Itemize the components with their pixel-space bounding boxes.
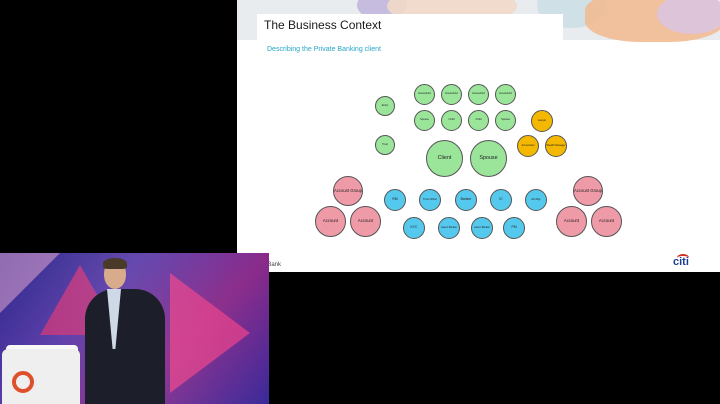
- speaker-video: [0, 253, 269, 404]
- presentation-slide: The Business Context Describing the Priv…: [237, 0, 720, 272]
- account-node: Account: [556, 206, 587, 237]
- citi-logo: citi: [673, 256, 689, 268]
- staff-node: Rel Mgr: [525, 189, 547, 211]
- advisor-node: Lawyer: [531, 110, 553, 132]
- staff-node: RM: [384, 189, 406, 211]
- staff-node: IC: [490, 189, 512, 211]
- entity-node: Entity: [375, 96, 395, 116]
- staff-node: Banker: [455, 189, 477, 211]
- household-node: Household: [414, 84, 435, 105]
- slide-title: The Business Context: [264, 18, 381, 32]
- family-node: Child: [468, 110, 489, 131]
- podium-logo-icon: [12, 371, 34, 393]
- household-node: Household: [495, 84, 516, 105]
- account-group-node: Account Group: [333, 176, 363, 206]
- staff-node: KYC: [403, 217, 425, 239]
- slide-subtitle: Describing the Private Banking client: [267, 46, 381, 53]
- advisor-node: Accountant: [517, 135, 539, 157]
- account-node: Account: [350, 206, 381, 237]
- staff-node: Assoc Banker: [438, 217, 460, 239]
- speaker-body: [85, 289, 165, 404]
- account-node: Account: [315, 206, 346, 237]
- advisor-node: Wealth Manager: [545, 135, 567, 157]
- account-group-node: Account Group: [573, 176, 603, 206]
- staff-node: Assoc Banker: [471, 217, 493, 239]
- trust-node: Trust: [375, 135, 395, 155]
- staff-node: Trust Officer: [419, 189, 441, 211]
- client-node: Client: [426, 140, 463, 177]
- speaker-hair: [103, 258, 127, 269]
- family-node: Child: [441, 110, 462, 131]
- staff-node: PM: [503, 217, 525, 239]
- household-node: Household: [441, 84, 462, 105]
- household-node: Household: [468, 84, 489, 105]
- account-node: Account: [591, 206, 622, 237]
- family-node: Spouse: [495, 110, 516, 131]
- spouse-node: Spouse: [470, 140, 507, 177]
- family-node: Spouse: [414, 110, 435, 131]
